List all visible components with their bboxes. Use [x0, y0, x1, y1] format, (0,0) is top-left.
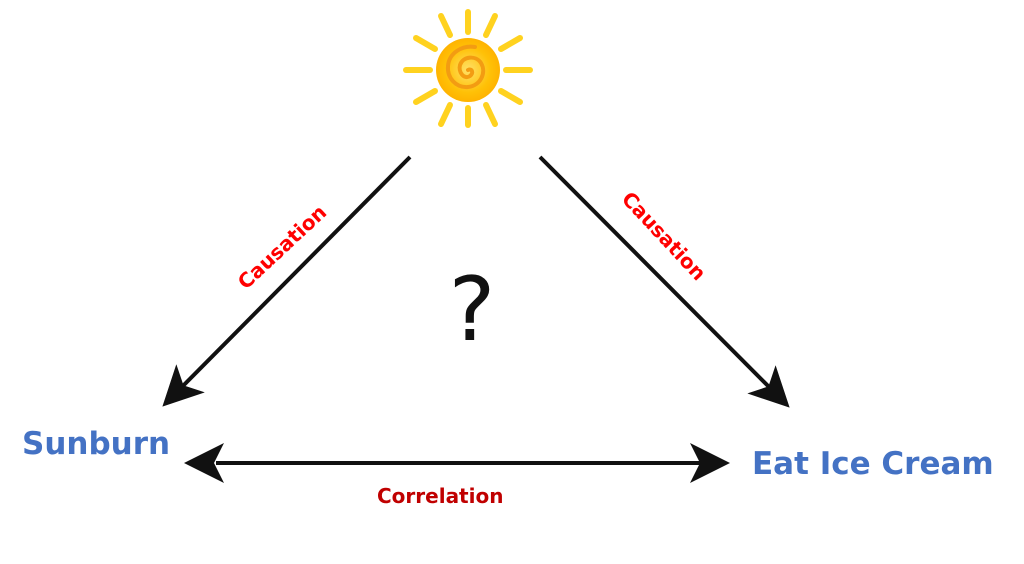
sun-rays [403, 9, 533, 128]
sun-icon [403, 9, 533, 128]
edge-label-correlation: Correlation [377, 484, 504, 508]
node-label-eat-ice-cream: Eat Ice Cream [752, 446, 994, 482]
causation-arrow-left [162, 155, 412, 407]
sun-spiral [445, 44, 486, 90]
node-label-sunburn: Sunburn [22, 426, 171, 462]
question-mark: ? [448, 258, 496, 361]
causation-arrow-right [538, 155, 790, 408]
